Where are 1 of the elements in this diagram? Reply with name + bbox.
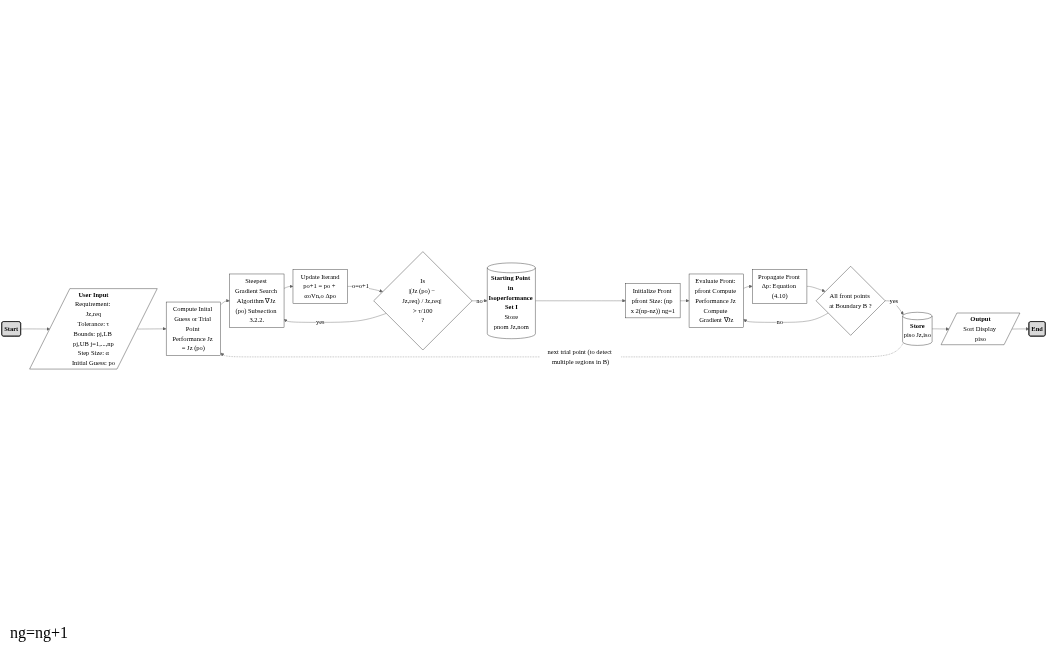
note-label: ng=ng+1	[10, 624, 70, 642]
